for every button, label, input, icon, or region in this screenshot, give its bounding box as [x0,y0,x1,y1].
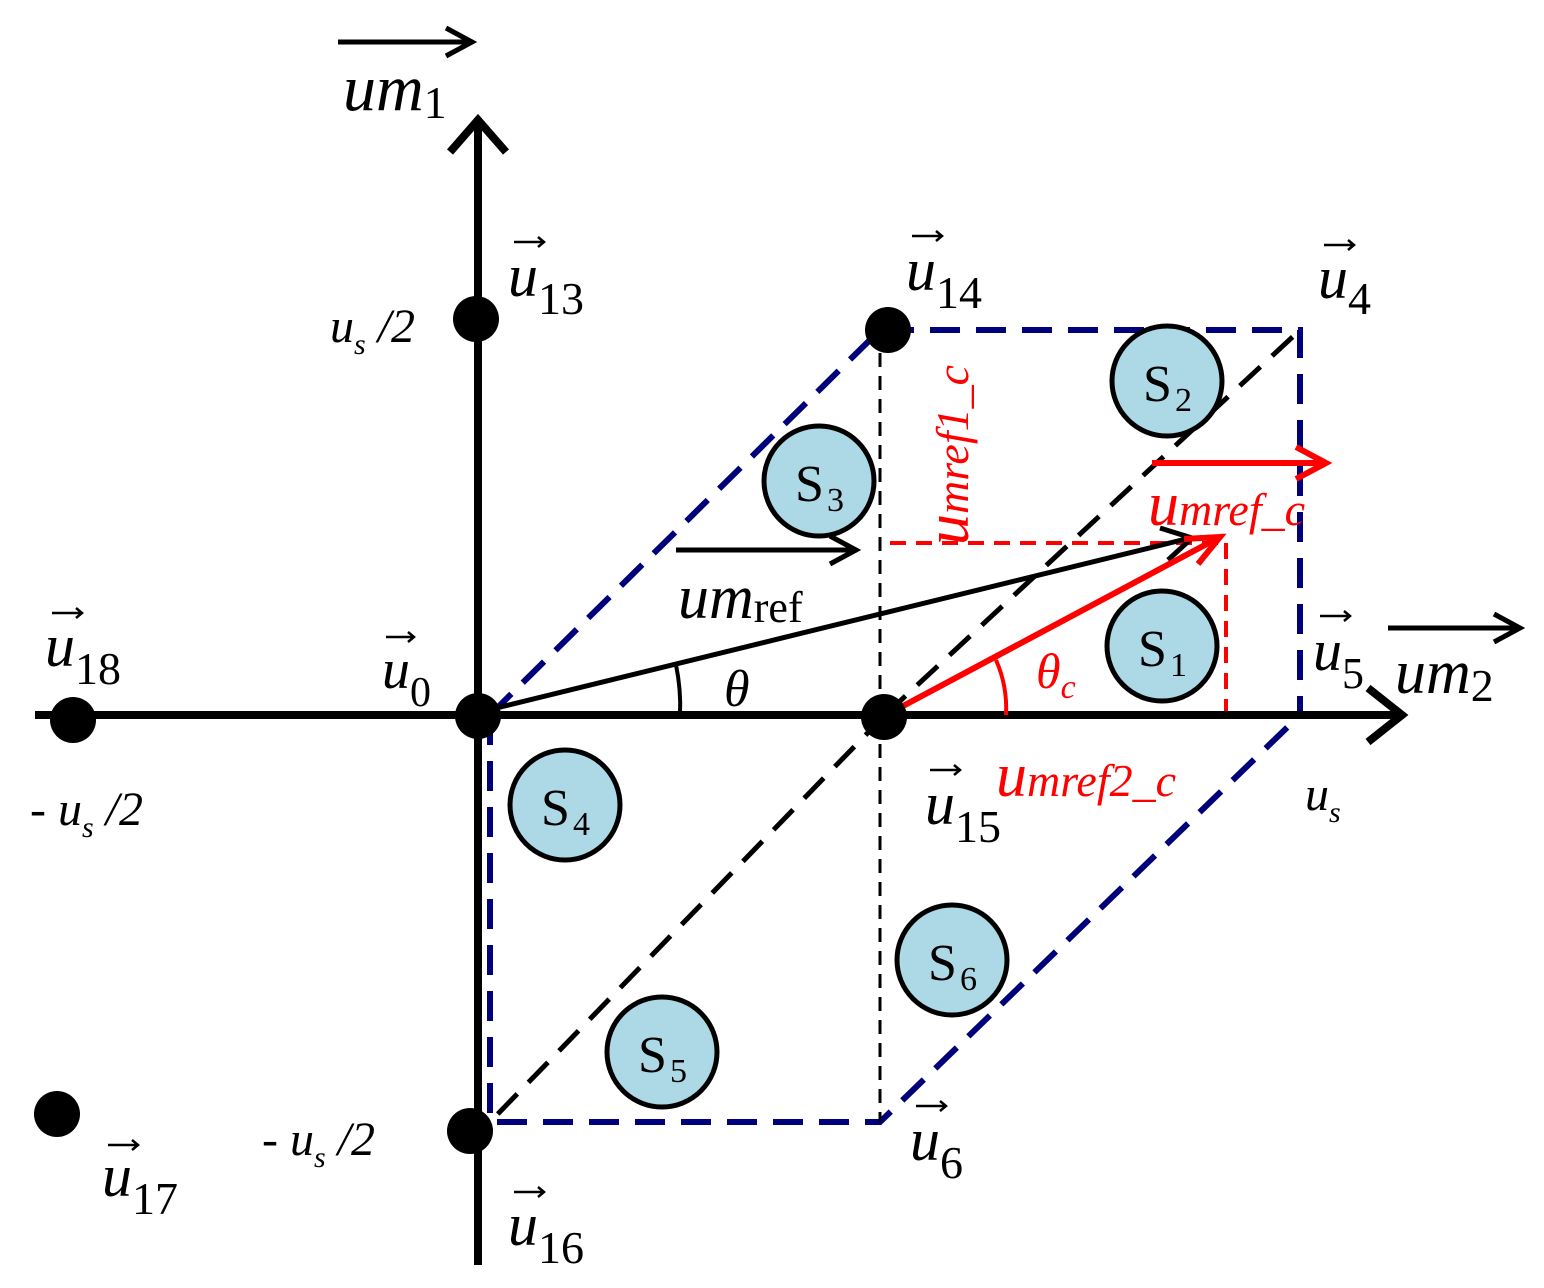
overhead-arrows [52,25,1526,1198]
point-u18 [50,697,96,743]
u4-arrow-icon [1324,239,1356,251]
u0-label: u0 [382,639,431,716]
u15-arrow-icon [930,764,962,776]
axes [35,113,1409,1265]
u17-label: u17 [102,1143,178,1224]
theta-angle-arc [674,664,683,716]
um1-overarrow-head [444,25,478,59]
svg-text:S: S [1138,621,1167,678]
um2-axis-label: um2 [1395,639,1494,711]
sector-s2: S 2 [1109,323,1225,439]
svg-text:S: S [795,456,824,513]
theta-c-label: θc [1036,643,1076,706]
umref-vector [479,535,1191,715]
u18-arrow-icon [52,607,84,619]
theta-label: θ [724,661,750,718]
point-u14 [865,307,911,353]
sector-line-upper-diagonal [883,328,1302,717]
point-u15 [861,694,907,740]
u0-arrow-icon [386,631,416,643]
u5-arrow-icon [1320,610,1352,622]
umref-c-overarrow-head [1294,444,1333,482]
u16-arrow-icon [514,1186,546,1198]
point-u0 [455,693,501,739]
svg-text:S: S [638,1027,667,1084]
sector-s3: S 3 [761,423,877,539]
u4-label: u4 [1318,245,1371,324]
vector-points [34,296,911,1154]
u16-label: u16 [508,1192,584,1273]
u6-arrow-icon [916,1100,948,1112]
umref-c-label: umref_c [1148,471,1305,539]
reference-vectors [479,525,1227,717]
um2-overarrow-head [1492,611,1526,645]
svg-text:1: 1 [1170,647,1187,684]
svg-text:5: 5 [670,1053,687,1090]
tick-neg-us-half-bottom: - us /2 [262,1113,375,1174]
point-u13 [453,296,499,342]
umref1-c-label: umref1_c [914,365,982,545]
tick-us: us [1305,768,1341,829]
tick-neg-us-half-left: - us /2 [30,783,143,844]
sector-s6: S 6 [894,902,1010,1018]
tick-us-half: us /2 [330,300,415,361]
u6-label: u6 [910,1107,963,1188]
um1-axis-label: um1 [343,52,447,128]
hexagon-outline-top [487,327,1303,718]
umref-overarrow-head [828,533,862,567]
svg-text:4: 4 [573,806,590,843]
svg-text:2: 2 [1175,382,1192,419]
u18-label: u18 [45,613,121,694]
u5-label: u5 [1313,618,1364,698]
u13-label: u13 [508,243,584,324]
sector-s5: S 5 [604,994,720,1110]
svg-text:S: S [928,935,957,992]
sector-circles: S 1 S 2 S 3 S 4 S 5 S 6 [507,323,1225,1110]
umref-c-arrowhead [1183,533,1227,566]
horizontal-axis-arrowhead [1365,684,1409,746]
svg-text:3: 3 [827,482,844,519]
u14-label: u14 [906,237,982,318]
svg-text:S: S [541,780,570,837]
sector-line-lower-diagonal [488,713,887,1124]
u15-label: u15 [925,771,1001,852]
sector-boundaries [487,327,1303,1125]
u14-arrow-icon [912,230,944,242]
umref-label: umref [678,564,803,632]
u17-arrow-icon [108,1139,140,1151]
theta-c-angle-arc [994,659,1009,716]
svg-text:6: 6 [960,961,977,998]
labels: um1 um2 u13 u14 u4 u18 u0 u5 u15 u6 [30,52,1494,1273]
sector-s4: S 4 [507,747,623,863]
u13-arrow-icon [514,236,546,248]
point-u17 [34,1091,80,1137]
umref2-c-label: umref2_c [996,742,1176,810]
hexagon-outline-bottom [487,712,1303,1125]
svg-text:S: S [1143,356,1172,413]
sector-s1: S 1 [1104,588,1220,704]
vertical-axis-arrowhead [446,113,510,155]
point-u16 [447,1108,493,1154]
umref-c-vector [886,535,1220,717]
